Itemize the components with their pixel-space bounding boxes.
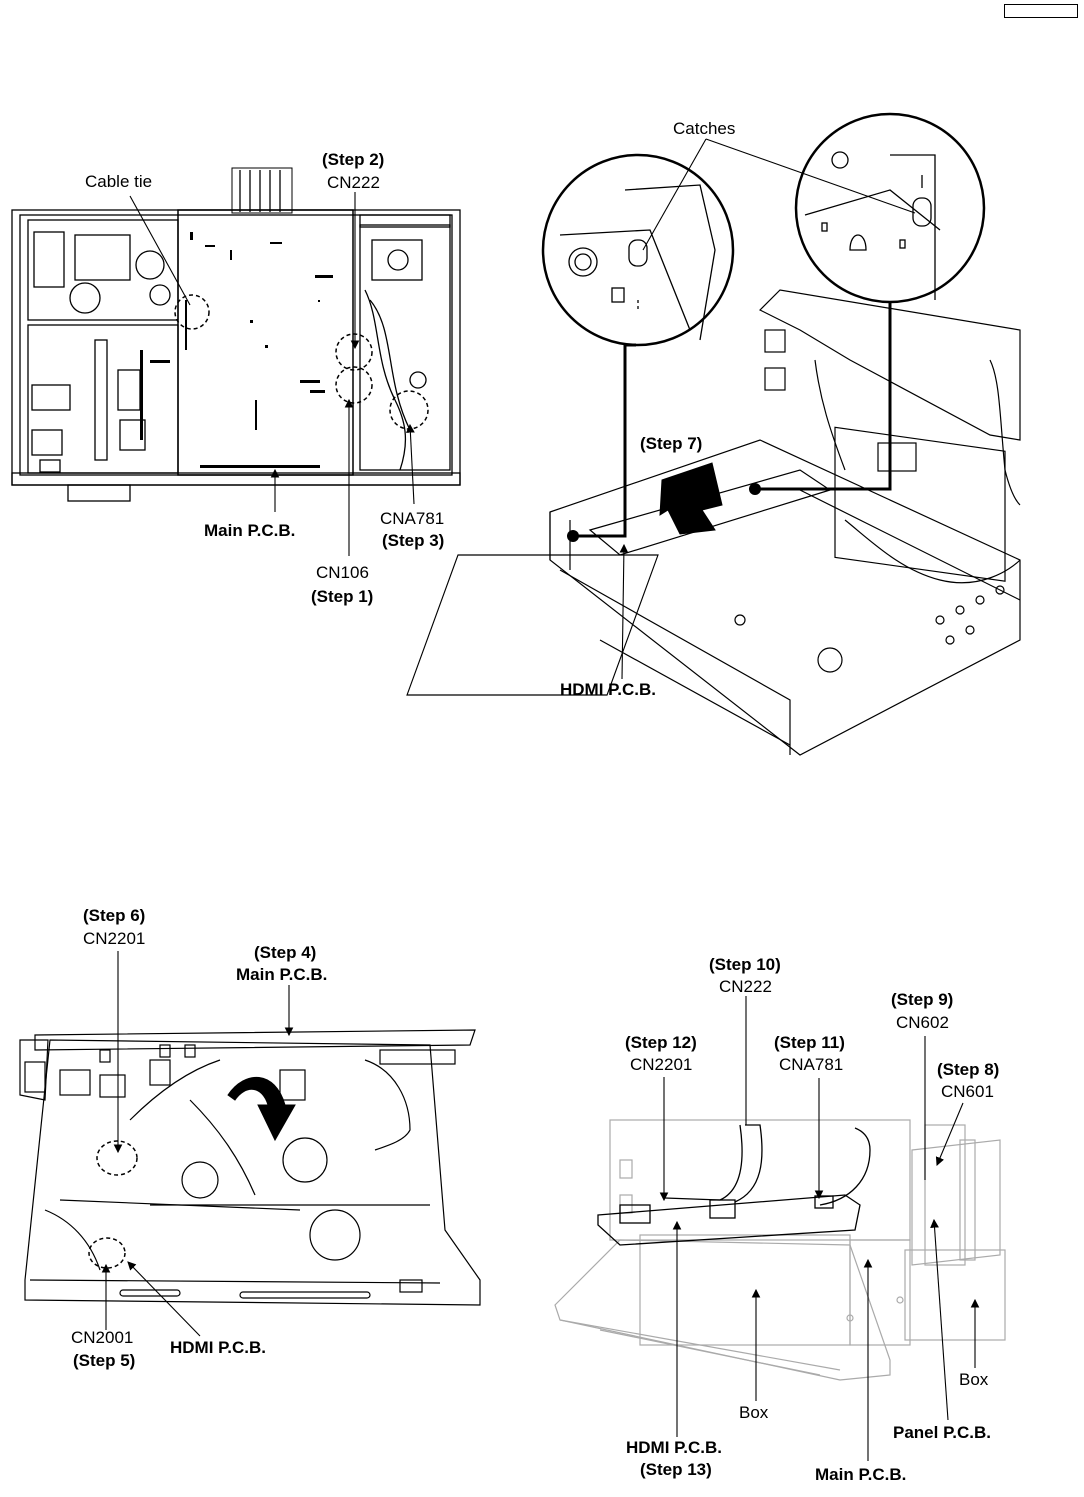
label-fig4-step9: (Step 9) [891,990,954,1009]
fig2-step7-arrow [659,462,723,535]
label-fig2-step7: (Step 7) [640,434,703,453]
label-fig1-cn106: CN106 [316,563,369,582]
fig1-top-view-chassis [11,167,461,502]
label-fig4-step10: (Step 10) [709,955,781,974]
fig1-pcb-dots [140,232,333,468]
fig2-catch-zoom-circles [541,112,986,347]
label-fig1-step1: (Step 1) [311,587,374,606]
fig3-leader-lines [101,951,294,1337]
label-fig3-step6: (Step 6) [83,906,146,925]
label-cable-tie: Cable tie [85,172,153,191]
label-fig1-step2: (Step 2) [322,150,385,169]
label-fig3-step4: (Step 4) [254,943,317,962]
label-fig4-cn602: CN602 [896,1013,949,1032]
label-fig4-cn2201: CN2201 [630,1055,693,1074]
fig1-leader-lines [129,192,415,556]
fig4-hdmi-board [597,1124,871,1246]
label-fig4-cn601: CN601 [941,1082,994,1101]
label-fig1-step3: (Step 3) [382,531,445,550]
label-fig4-hdmi-pcb: HDMI P.C.B. [626,1438,723,1457]
fig1-dashed-circles [174,294,429,430]
fig2-callout-lines [573,138,916,538]
label-fig4-panel-pcb: Panel P.C.B. [893,1423,991,1442]
fig3-dashed-circles [88,1140,138,1269]
fig3-chassis-perspective [19,1029,481,1306]
fig2-callout-dots [567,483,761,542]
label-fig4-box-center: Box [739,1403,769,1422]
fig2-catch-details [559,151,941,341]
label-fig4-step8: (Step 8) [937,1060,1000,1079]
fig2-hdmi-leader [619,543,629,680]
label-fig3-step5: (Step 5) [73,1351,136,1370]
page-number-box [1004,4,1078,18]
label-fig3-main-pcb: Main P.C.B. [236,965,328,984]
label-fig4-step12: (Step 12) [625,1033,697,1052]
label-fig1-cn222: CN222 [327,173,380,192]
label-fig4-box-right: Box [959,1370,989,1389]
label-fig3-cn2001: CN2001 [71,1328,134,1347]
fig2-chassis-perspective [406,289,1021,756]
label-fig4-step11: (Step 11) [774,1033,845,1052]
label-fig4-main-pcb: Main P.C.B. [815,1465,907,1484]
label-fig1-main-pcb: Main P.C.B. [204,521,296,540]
label-fig2-hdmi-pcb: HDMI P.C.B. [560,680,657,699]
label-fig3-hdmi-pcb: HDMI P.C.B. [170,1338,267,1357]
label-fig1-cna781: CNA781 [380,509,445,528]
fig4-faded-chassis [554,1119,1006,1381]
fig3-lift-arrow [227,1077,296,1142]
label-fig4-cna781: CNA781 [779,1055,844,1074]
label-fig4-cn222: CN222 [719,977,772,996]
fig4-leader-lines [659,996,980,1461]
label-fig3-cn2201: CN2201 [83,929,146,948]
label-catches: Catches [673,119,736,138]
label-fig4-step13: (Step 13) [640,1460,712,1479]
